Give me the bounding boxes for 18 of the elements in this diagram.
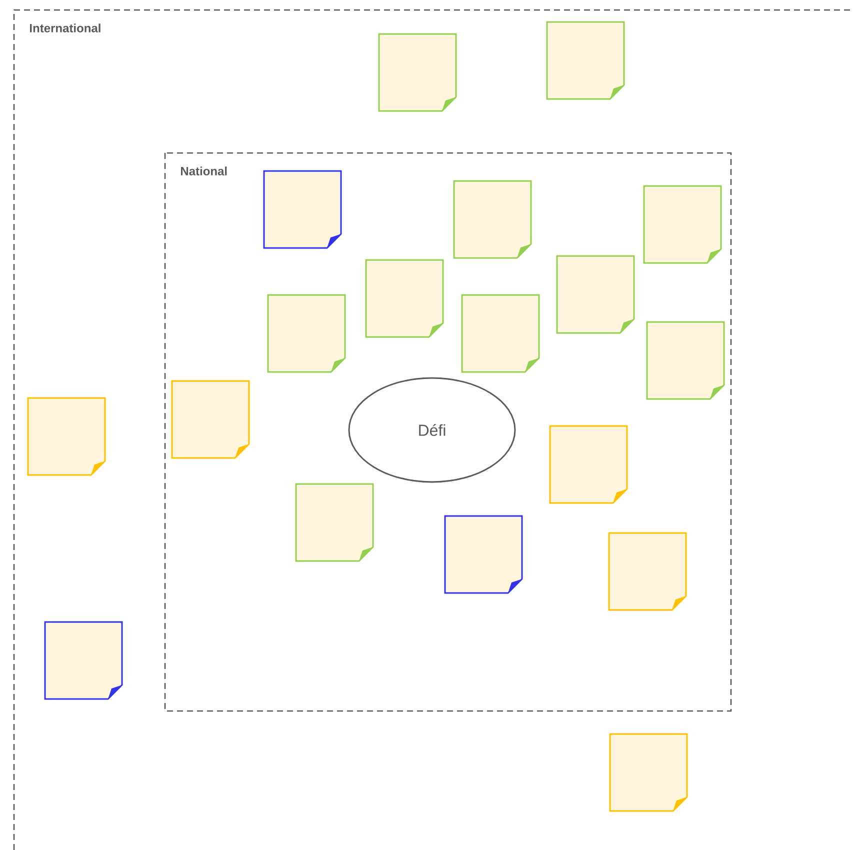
sticky-note: [546, 21, 625, 100]
sticky-note: [267, 294, 346, 373]
sticky-note: [44, 621, 123, 700]
sticky-note: [295, 483, 374, 562]
sticky-note: [608, 532, 687, 611]
sticky-note: [646, 321, 725, 400]
sticky-note: [365, 259, 444, 338]
sticky-note: [556, 255, 635, 334]
sticky-note: [444, 515, 523, 594]
sticky-note: [378, 33, 457, 112]
sticky-note: [549, 425, 628, 504]
sticky-note: [27, 397, 106, 476]
sticky-note: [461, 294, 540, 373]
sticky-note: [453, 180, 532, 259]
sticky-note: [263, 170, 342, 249]
sticky-note: [643, 185, 722, 264]
sticky-note: [171, 380, 250, 459]
sticky-note: [609, 733, 688, 812]
